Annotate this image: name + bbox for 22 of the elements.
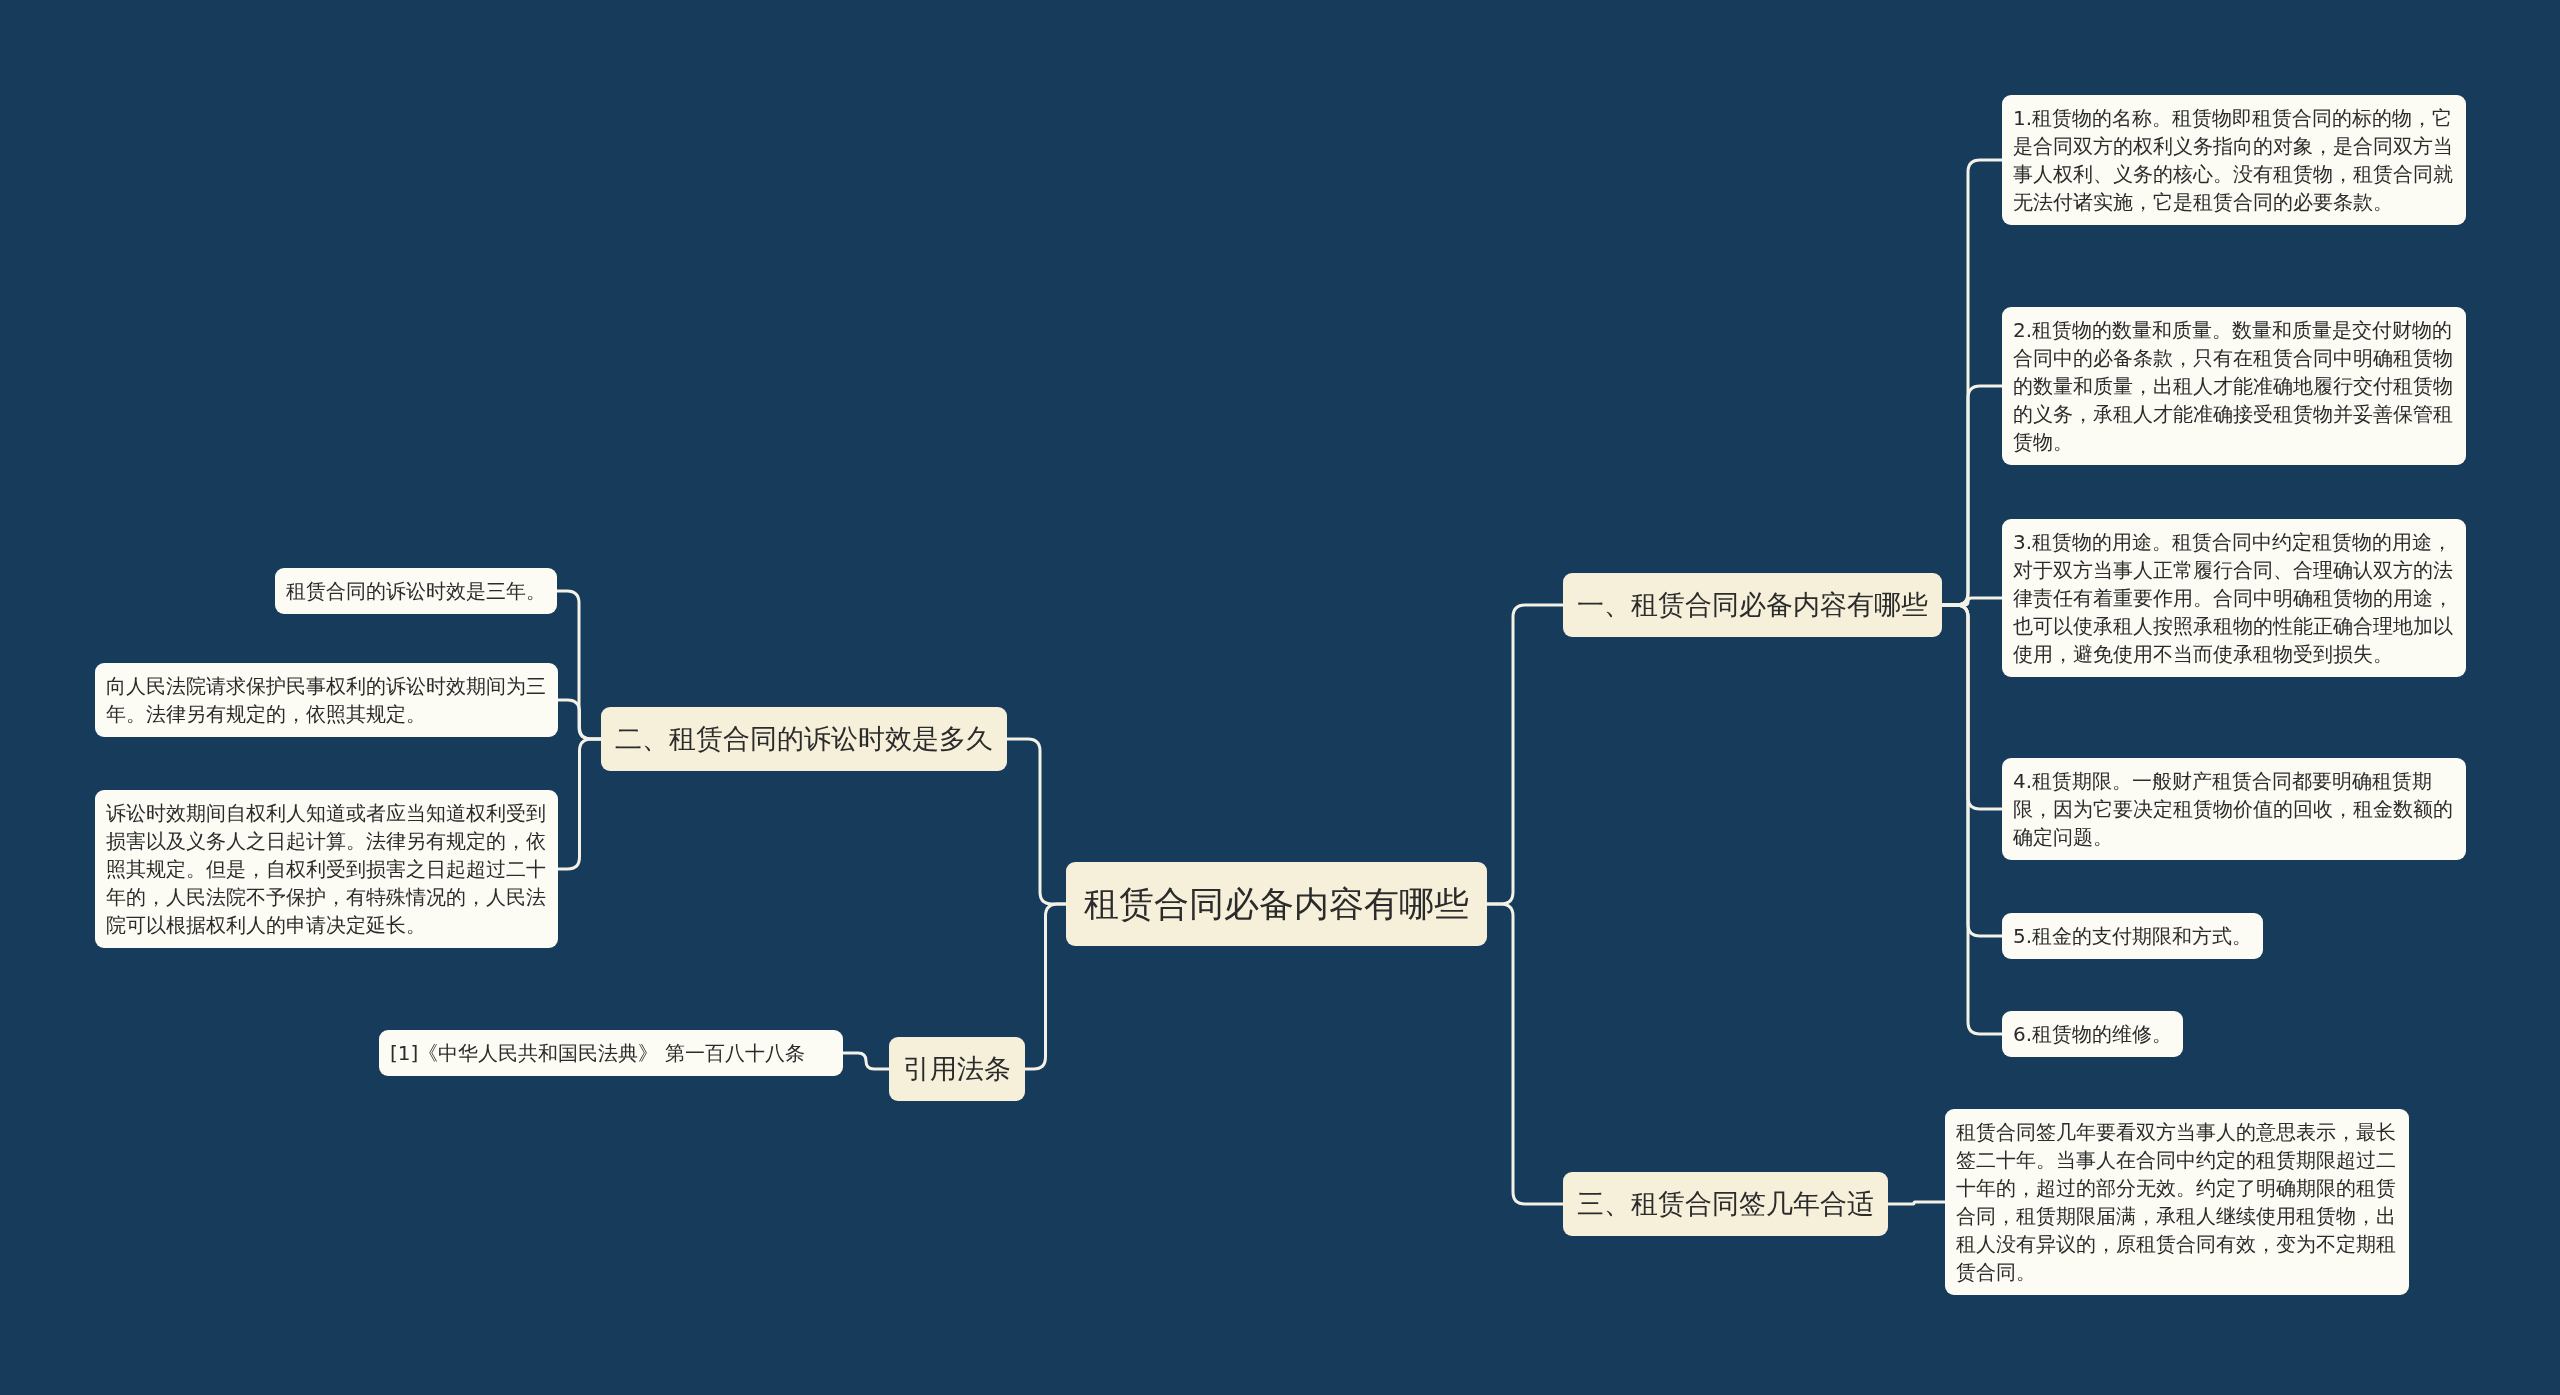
- leaf-note-box: 5.租金的支付期限和方式。: [2002, 913, 2264, 959]
- leaf-note-box: 6.租赁物的维修。: [2002, 1011, 2184, 1057]
- connector-line: [1888, 1200, 1945, 1206]
- branch-topic-box: 二、租赁合同的诉讼时效是多久: [601, 707, 1007, 771]
- branch-topic-box: 引用法条: [889, 1037, 1025, 1101]
- connector-line: [1025, 902, 1066, 1071]
- leaf-note-box: 2.租赁物的数量和质量。数量和质量是交付财物的合同中的必备条款，只有在租赁合同中明确租赁物的数量和质量，出租人才能准确地履行交付租赁物的义务，承租人才能准确接受租赁物并妥善保管租赁物。: [2002, 307, 2466, 465]
- connector-line: [1487, 902, 1563, 1206]
- connector-line: [1942, 603, 2002, 1036]
- leaf-note-box: 诉讼时效期间自权利人知道或者应当知道权利受到损害以及义务人之日起计算。法律另有规定的，依照其规定。但是，自权利受到损害之日起超过二十年的，人民法院不予保护，有特殊情况的，人民法院可以根据权利人的申请决定延长。: [95, 790, 558, 948]
- leaf-note-box: 4.租赁期限。一般财产租赁合同都要明确租赁期限，因为它要决定租赁物价值的回收，租金数额的确定问题。: [2002, 758, 2466, 860]
- leaf-note-box: 租赁合同签几年要看双方当事人的意思表示，最长签二十年。当事人在合同中约定的租赁期限超过二十年的，超过的部分无效。约定了明确期限的租赁合同，租赁期限届满，承租人继续使用租赁物，出租人没有异议的，原租赁合同有效，变为不定期租赁合同。: [1945, 1109, 2409, 1295]
- leaf-note-box: 向人民法院请求保护民事权利的诉讼时效期间为三年。法律另有规定的，依照其规定。: [95, 663, 558, 737]
- leaf-note-box: [1]《中华人民共和国民法典》 第一百八十八条: [379, 1030, 843, 1076]
- central-topic-box: 租赁合同必备内容有哪些: [1066, 862, 1487, 946]
- connector-line: [843, 1051, 889, 1071]
- leaf-note-box: 租赁合同的诉讼时效是三年。: [275, 568, 557, 614]
- branch-topic-box: 一、租赁合同必备内容有哪些: [1563, 573, 1942, 637]
- leaf-note-box: 3.租赁物的用途。租赁合同中约定租赁物的用途，对于双方当事人正常履行合同、合理确认双方的法律责任有着重要作用。合同中明确租赁物的用途，也可以使承租人按照承租物的性能正确合理地加以使用，避免使用不当而使承租物受到损失。: [2002, 519, 2466, 677]
- connector-line: [558, 737, 601, 871]
- branch-topic-box: 三、租赁合同签几年合适: [1563, 1172, 1888, 1236]
- leaf-note-box: 1.租赁物的名称。租赁物即租赁合同的标的物，它是合同双方的权利义务指向的对象，是合同双方当事人权利、义务的核心。没有租赁物，租赁合同就无法付诸实施，它是租赁合同的必要条款。: [2002, 95, 2466, 225]
